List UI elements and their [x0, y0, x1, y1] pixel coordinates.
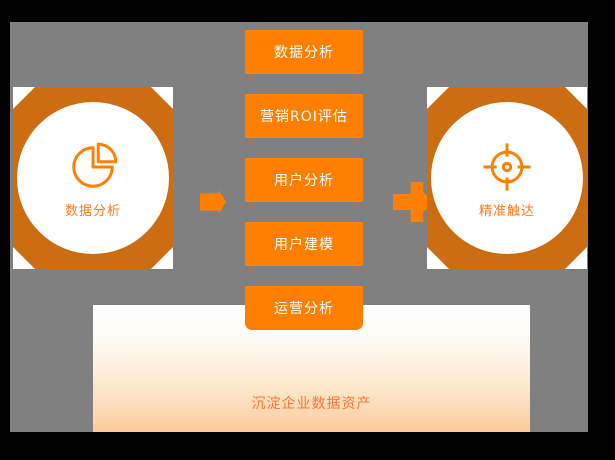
corner-notch-top-right-icon — [151, 87, 173, 109]
corner-notch-top-right-icon — [565, 87, 587, 109]
feature-caption-left: 数据分析 — [64, 203, 121, 219]
feature-disc-right: 精准触达 — [431, 102, 583, 254]
data-asset-label: 沉淀企业数据资产 — [251, 396, 372, 412]
corner-notch-bottom-left-icon — [13, 247, 35, 269]
chip-user-analysis[interactable]: 用户分析 — [245, 158, 363, 202]
chip-operations-analysis[interactable]: 运营分析 — [245, 286, 363, 330]
corner-notch-bottom-right-icon — [565, 247, 587, 269]
corner-notch-top-left-icon — [427, 87, 449, 109]
feature-panel-data-analysis[interactable]: 数据分析 — [13, 87, 173, 269]
corner-notch-top-left-icon — [13, 87, 35, 109]
corner-notch-bottom-right-icon — [151, 247, 173, 269]
capability-chip-stack: 数据分析 营销ROI评估 用户分析 用户建模 运营分析 — [245, 30, 363, 330]
chip-marketing-roi-evaluation[interactable]: 营销ROI评估 — [245, 94, 363, 138]
corner-notch-bottom-left-icon — [427, 247, 449, 269]
feature-caption-right: 精准触达 — [478, 203, 535, 219]
chip-user-modeling[interactable]: 用户建模 — [245, 222, 363, 266]
feature-disc-left: 数据分析 — [17, 102, 169, 254]
target-crosshair-icon — [483, 142, 531, 191]
pie-chart-icon — [72, 142, 118, 188]
feature-panel-precise-reach[interactable]: 精准触达 — [427, 87, 587, 269]
connector-arrow-left — [200, 190, 226, 214]
diagram-stage: 数据分析 精准触达 — [10, 22, 588, 432]
chip-data-analysis[interactable]: 数据分析 — [245, 30, 363, 74]
